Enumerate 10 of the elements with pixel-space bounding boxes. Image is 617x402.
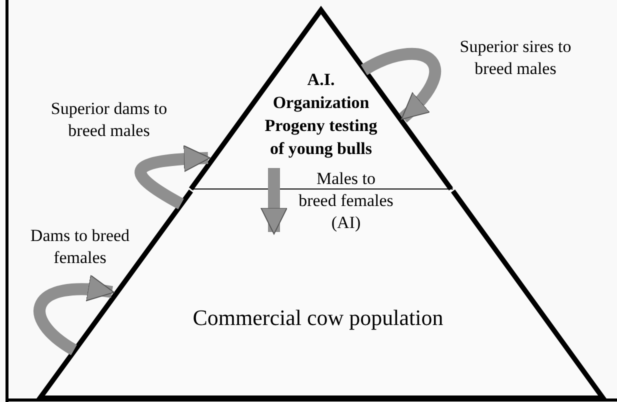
- edge-label: Superior sires to breed males: [458, 36, 572, 80]
- node-label: A.I. Organization Progeny testing of young bulls: [264, 69, 378, 160]
- curved-arrow: [34, 276, 114, 356]
- curved-arrow: [260, 168, 288, 234]
- pyramid-top-section: [189, 8, 453, 191]
- edge-label: Dams to breed females: [29, 225, 131, 269]
- curved-arrow: [361, 48, 441, 122]
- node-label: Commercial cow population: [192, 304, 444, 332]
- edge-label: Superior dams to breed males: [50, 98, 168, 142]
- edge-label: Males to breed females (AI): [298, 168, 394, 234]
